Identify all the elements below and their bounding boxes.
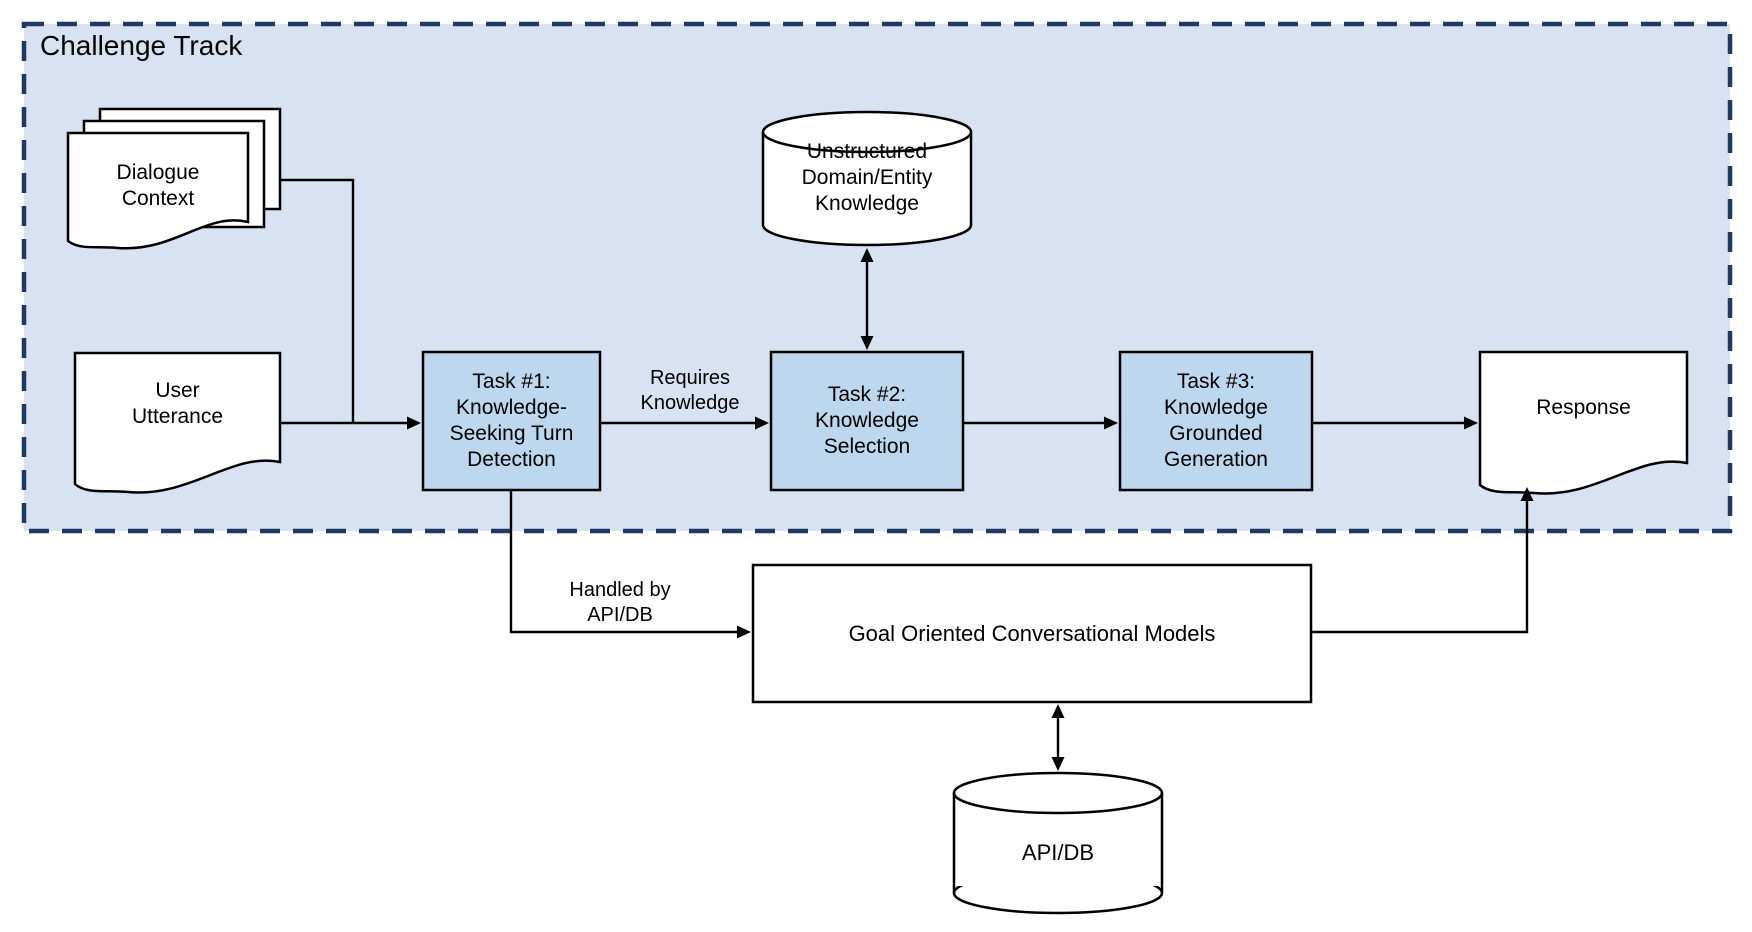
task2-label: Task #2: Knowledge Selection bbox=[815, 383, 919, 458]
arrowhead-into-response bbox=[1464, 416, 1478, 430]
apidb-label: API/DB bbox=[1021, 840, 1095, 865]
arrowhead-into-goal-models bbox=[737, 625, 751, 639]
goal-models-label: Goal Oriented Conversational Models bbox=[848, 620, 1216, 646]
arrowhead-into-apidb-cylinder bbox=[1051, 757, 1065, 771]
task1-box bbox=[421, 350, 602, 492]
task1-label: Task #1: Knowledge- Seeking Turn Detecti… bbox=[449, 370, 574, 471]
arrowhead-into-goal-models-bottom bbox=[1051, 704, 1065, 718]
knowledge-cylinder-top bbox=[761, 110, 973, 154]
arrowhead-into-task2 bbox=[755, 416, 769, 430]
response-shape bbox=[1478, 350, 1689, 495]
arrowhead-into-response-bottom bbox=[1520, 487, 1534, 501]
arrowhead-into-task1 bbox=[407, 416, 421, 430]
arrowhead-into-knowledge-cylinder bbox=[860, 248, 874, 262]
challenge-track-title: Challenge Track bbox=[40, 30, 243, 61]
task3-box bbox=[1118, 350, 1314, 492]
edge-task1-to-goal-models bbox=[509, 490, 739, 634]
unstructured-knowledge-label: Unstructured Domain/Entity Knowledge bbox=[801, 140, 933, 215]
task2-box bbox=[769, 350, 965, 492]
edge-dialogue-context-join bbox=[280, 178, 355, 423]
user-utterance-label: User Utterance bbox=[131, 379, 224, 428]
requires-knowledge-edge-label: Requires Knowledge bbox=[640, 367, 740, 414]
user-utterance-shape bbox=[73, 351, 282, 494]
task3-label: Task #3: Knowledge Grounded Generation bbox=[1164, 370, 1268, 471]
handled-by-apidb-edge-label: Handled by API/DB bbox=[569, 579, 671, 626]
dialogue-context-shape bbox=[66, 131, 250, 250]
response-label: Response bbox=[1536, 396, 1631, 419]
arrowhead-into-task3 bbox=[1104, 416, 1118, 430]
goal-models-box bbox=[751, 563, 1313, 704]
apidb-cylinder-top bbox=[952, 771, 1164, 815]
edge-goal-models-to-response bbox=[1311, 499, 1529, 634]
arrowhead-into-task2-top bbox=[860, 336, 874, 350]
dialogue-context-label: Dialogue Context bbox=[116, 161, 200, 210]
